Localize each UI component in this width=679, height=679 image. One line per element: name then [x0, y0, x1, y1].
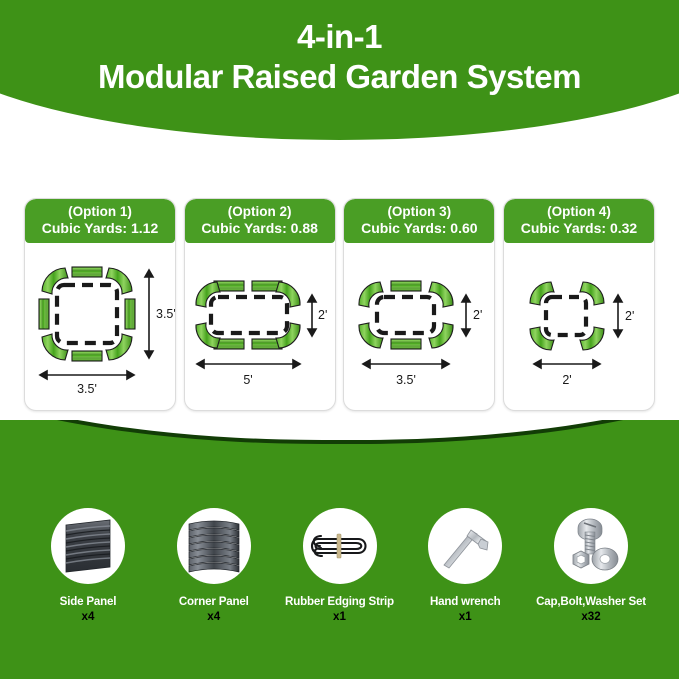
side-panel-bottom: [71, 350, 103, 362]
corner-panels: [358, 281, 454, 349]
option-card-3[interactable]: (Option 3) Cubic Yards: 0.60: [343, 198, 496, 411]
part-hardware-set-qty: x32: [581, 609, 601, 623]
header-text-block: 4-in-1 Modular Raised Garden System: [0, 0, 679, 98]
corrugated-side-panel-icon: [65, 519, 111, 573]
option-card-4-diagram: 2' 2': [504, 243, 654, 410]
part-hand-wrench-qty: x1: [458, 609, 472, 623]
dimension-lines: [38, 268, 155, 381]
option-card-3-header: (Option 3) Cubic Yards: 0.60: [344, 199, 495, 244]
layout-diagram-small-square: 2' 2': [529, 281, 634, 387]
part-corner-panel-label: Corner Panel: [178, 595, 249, 608]
header-curved-background: [0, 0, 679, 140]
option-card-1-title: (Option 1): [68, 204, 132, 219]
dimension-lines: [361, 293, 472, 370]
option-3-height-label: 2': [473, 308, 482, 322]
option-3-width-label: 3.5': [396, 373, 416, 387]
layout-diagram-long-rectangle: 2' 5': [195, 280, 327, 387]
option-card-2-diagram: 2' 5': [185, 243, 335, 410]
bed-outline: [54, 282, 120, 345]
bolt-head-slot: [583, 522, 597, 528]
option-cards-row: (Option 1) Cubic Yards: 1.12: [0, 198, 679, 423]
part-hand-wrench[interactable]: Hand wrench x1: [405, 420, 525, 679]
bed-outline: [543, 294, 589, 337]
option-card-2-title: (Option 2): [227, 204, 292, 219]
part-hardware-set-thumbnail: [554, 508, 628, 584]
product-title-line-2: Modular Raised Garden System: [98, 58, 581, 96]
part-edging-strip-label: Rubber Edging Strip: [285, 595, 394, 608]
header-banner: 4-in-1 Modular Raised Garden System: [0, 0, 679, 152]
option-card-2-cubic-yards: Cubic Yards: 0.88: [201, 219, 318, 236]
strip-band: [336, 533, 341, 559]
dimension-lines: [532, 293, 624, 370]
bolt-nut-washer-icon: [572, 518, 619, 571]
option-4-width-label: 2': [562, 373, 571, 387]
layout-diagram-rectangle: 2' 3.5': [358, 280, 483, 387]
parts-list-section: Side Panel x4: [0, 420, 679, 679]
parts-row: Side Panel x4: [0, 420, 679, 679]
side-panel-left: [38, 298, 50, 330]
corner-panels: [529, 281, 605, 351]
part-hand-wrench-thumbnail: [428, 508, 503, 584]
bed-outline: [375, 294, 437, 335]
option-card-4-header: (Option 4) Cubic Yards: 0.32: [503, 199, 654, 244]
layout-diagram-square: 3.5' 3.5': [38, 266, 175, 396]
part-edging-strip-qty: x1: [333, 609, 346, 623]
side-panel-right: [124, 298, 136, 330]
option-card-3-cubic-yards: Cubic Yards: 0.60: [361, 219, 478, 236]
part-hardware-set-label: Cap,Bolt,Washer Set: [536, 595, 646, 608]
washer-hole: [599, 554, 611, 564]
option-1-width-label: 3.5': [77, 382, 97, 396]
corner-panels: [41, 267, 133, 361]
part-side-panel[interactable]: Side Panel x4: [28, 420, 148, 679]
dimension-lines: [195, 293, 318, 370]
product-title-line-1: 4-in-1: [296, 18, 383, 55]
option-card-4[interactable]: (Option 4) Cubic Yards: 0.32: [502, 198, 655, 411]
part-side-panel-label: Side Panel: [59, 595, 117, 608]
part-side-panel-thumbnail: [51, 508, 125, 584]
option-card-3-diagram: 2' 3.5': [344, 243, 494, 410]
part-corner-panel-thumbnail: [176, 508, 251, 584]
option-2-width-label: 5': [243, 373, 252, 387]
bed-outline: [208, 294, 289, 335]
option-2-height-label: 2': [318, 308, 327, 322]
option-card-1-header: (Option 1) Cubic Yards: 1.12: [25, 199, 175, 244]
allen-wrench-icon: [443, 529, 489, 569]
option-1-height-label: 3.5': [156, 307, 175, 321]
side-panel-top: [390, 280, 422, 292]
side-panel-bottom: [390, 338, 422, 350]
corrugated-corner-panel-icon: [188, 520, 240, 573]
bolt-head: [577, 518, 603, 541]
wrench-hex-tip: [477, 538, 489, 551]
option-card-4-cubic-yards: Cubic Yards: 0.32: [520, 219, 638, 236]
option-card-4-title: (Option 4): [547, 204, 611, 219]
option-card-1[interactable]: (Option 1) Cubic Yards: 1.12: [24, 198, 176, 411]
part-side-panel-qty: x4: [81, 609, 95, 623]
part-hand-wrench-label: Hand wrench: [429, 595, 501, 608]
coiled-rubber-strip-icon: [310, 533, 367, 559]
option-card-2-header: (Option 2) Cubic Yards: 0.88: [184, 199, 335, 244]
part-corner-panel-qty: x4: [207, 609, 221, 623]
option-card-1-diagram: 3.5' 3.5': [25, 243, 175, 410]
part-hardware-set[interactable]: Cap,Bolt,Washer Set x32: [531, 420, 651, 679]
option-4-height-label: 2': [625, 309, 634, 323]
part-corner-panel[interactable]: Corner Panel x4: [154, 420, 274, 679]
part-edging-strip[interactable]: Rubber Edging Strip x1: [280, 420, 400, 679]
hex-nut-hole: [576, 554, 586, 565]
part-edging-strip-thumbnail: [302, 508, 377, 584]
option-card-3-title: (Option 3): [387, 204, 452, 219]
side-panel-top: [71, 266, 103, 278]
option-card-2[interactable]: (Option 2) Cubic Yards: 0.88: [183, 198, 336, 411]
corner-panels: [195, 281, 301, 349]
option-card-1-cubic-yards: Cubic Yards: 1.12: [41, 219, 159, 236]
